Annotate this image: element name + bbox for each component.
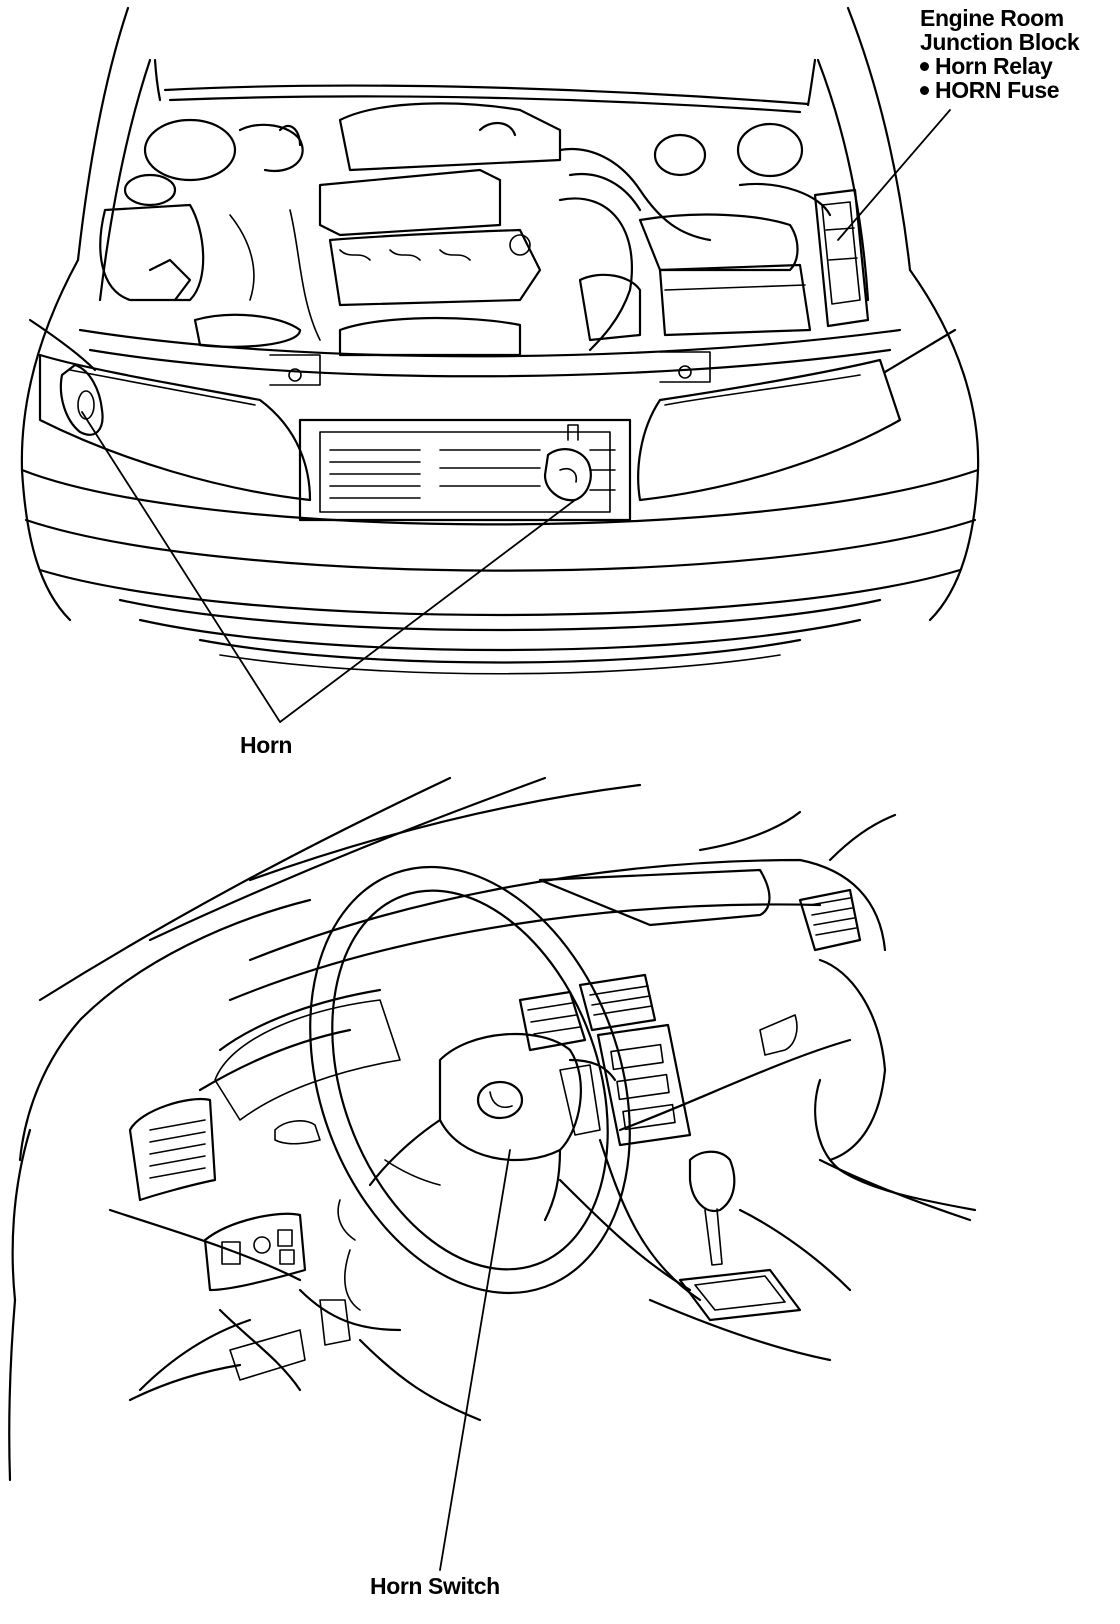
center-horn-shape (543, 448, 592, 502)
junction-block-callout: Engine Room Junction Block Horn Relay HO… (920, 5, 1080, 102)
junction-block-item-horn-fuse: HORN Fuse (920, 78, 1079, 102)
bullet-icon (920, 62, 929, 71)
junction-block-title-line2: Junction Block (920, 29, 1080, 55)
engine-bay-illustration (20, 6, 980, 723)
left-horn-shape (59, 363, 104, 436)
interior-dashboard-illustration (8, 776, 977, 1571)
junction-block-title-line1: Engine Room (920, 5, 1064, 31)
junction-block-item-horn-relay: Horn Relay (920, 54, 1079, 78)
horn-fuse-label: HORN Fuse (935, 77, 1060, 103)
bullet-icon (920, 86, 929, 95)
horn-label: Horn (240, 732, 293, 758)
horn-switch-label: Horn Switch (370, 1573, 500, 1599)
horn-relay-label: Horn Relay (935, 53, 1053, 79)
